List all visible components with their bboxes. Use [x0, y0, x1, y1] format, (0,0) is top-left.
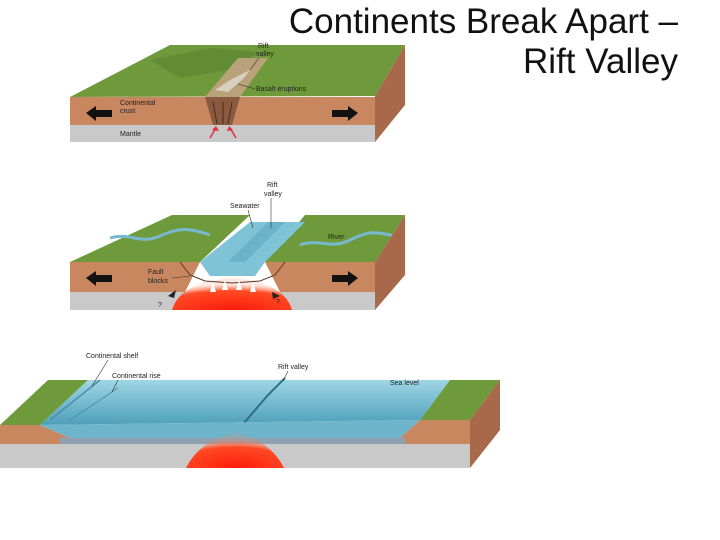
panel3-rift-leader: [282, 370, 289, 382]
panel2-question-right: ?: [276, 299, 280, 306]
panel1-land-shade: [150, 48, 260, 78]
panel2-river-left: [109, 228, 211, 241]
panel3-rise-leader: [111, 379, 119, 393]
panel2-mantle-arrow-left: [168, 290, 176, 298]
panel-3-ocean-basin: Continental shelf Continental rise Rift …: [0, 353, 500, 468]
panel2-fault-label-2: blocks: [148, 278, 168, 285]
panel2-crust-front-left: [70, 262, 200, 292]
panel2-seawater-label: Seawater: [230, 203, 260, 210]
panel1-heat-arrowhead: [212, 126, 219, 131]
slide-title: Continents Break Apart – Rift Valley: [208, 2, 678, 82]
panel2-land-left: [70, 215, 250, 262]
panel3-sea-surface: [40, 380, 450, 425]
panel3-sea-level-label: Sea level: [390, 380, 419, 387]
panel3-water-front: [40, 420, 420, 438]
panel2-rift-label-1: Rift: [267, 182, 278, 189]
panel1-fault-line: [227, 101, 233, 125]
panel2-heat-arrow: [250, 282, 256, 292]
panel2-fault-leader: [171, 275, 191, 279]
panel2-heat-arrow: [210, 282, 216, 292]
panel3-rise-label: Continental rise: [112, 373, 161, 380]
panel3-magma: [186, 433, 284, 468]
panel2-crust-front-right: [265, 262, 375, 292]
panel3-rift-line: [237, 377, 286, 431]
panel3-rift-label: Rift valley: [278, 364, 309, 371]
panel1-basalt-label: Basalt eruptions: [256, 86, 307, 93]
panel1-basalt-leader: [237, 83, 256, 90]
panel1-rift-label-2: valley: [256, 51, 274, 58]
panel2-heat-arrow: [222, 280, 228, 290]
panel2-mantle-arrow-right: [272, 292, 280, 299]
panel3-land-right: [420, 380, 500, 420]
panel1-arrow-left: [86, 106, 112, 121]
panel3-shelf-leader: [91, 359, 109, 387]
panel1-crust-label-1: Continental: [120, 100, 156, 107]
panel2-river-right: [299, 231, 396, 247]
panel2-arrow-left: [86, 271, 112, 286]
panel2-right-side: [375, 215, 405, 310]
panel2-fault-blocks: [179, 261, 286, 284]
title-line-1: Continents Break Apart –: [288, 2, 678, 41]
title-line-2: Rift Valley: [523, 42, 678, 81]
panel3-right-side: [470, 380, 500, 468]
panel3-shelf-label: Continental shelf: [86, 353, 138, 360]
panel1-crust-label-2: crust: [120, 108, 135, 115]
panel-1-continental-rift: Rift valley Basalt eruptions Continental…: [70, 43, 405, 142]
panel2-magma: [172, 278, 292, 310]
panel1-rift-leader: [249, 57, 260, 71]
panel3-land-left: [0, 380, 88, 425]
panel3-shelf-line: [49, 379, 101, 421]
panel1-mantle-label: Mantle: [120, 131, 141, 138]
panel2-fault-label-1: Fault: [148, 269, 164, 276]
panel3-crust-right: [400, 420, 470, 450]
panel1-mantle-front: [70, 125, 375, 142]
panel2-seawater-leader: [247, 209, 254, 229]
panel2-rift-label-2: valley: [264, 191, 282, 198]
panel1-fault-line: [212, 101, 218, 125]
panel1-right-side: [375, 45, 405, 142]
panel1-arrow-right: [332, 106, 358, 121]
panel3-crust-left: [0, 425, 70, 450]
panel2-basin-water: [200, 262, 265, 276]
panel3-rise-line: [69, 387, 119, 421]
panel2-river-label: River: [328, 234, 345, 241]
panel1-basalt-rocks: [215, 70, 250, 92]
panel-2-rift-valley-sea: Rift valley Seawater River Fault blocks …: [70, 182, 405, 310]
panel2-seawater-shade: [228, 222, 285, 262]
panel2-question-left: ?: [158, 302, 162, 309]
panel1-heat-arrowhead: [227, 126, 233, 131]
panel1-rift-label-1: Rift: [258, 43, 269, 50]
panel2-arrow-right: [332, 271, 358, 286]
panel2-heat-arrow: [236, 280, 242, 290]
